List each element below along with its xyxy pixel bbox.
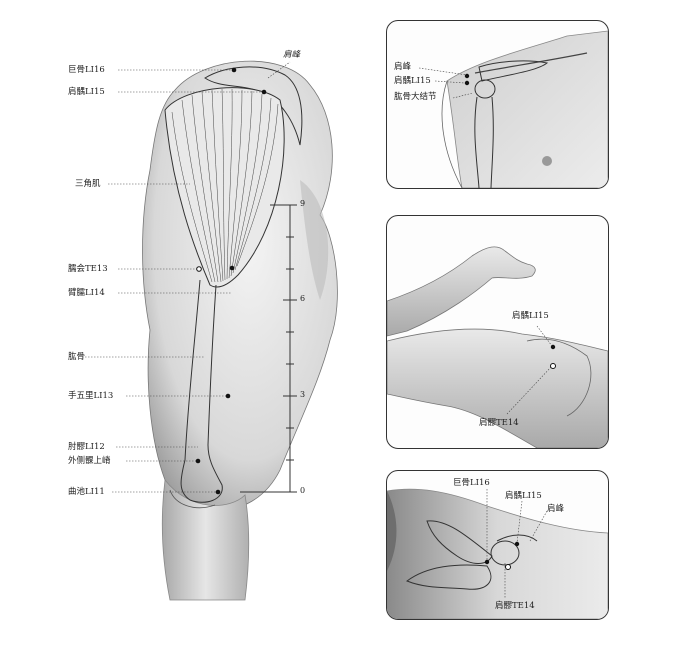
- label-shouwuli: 手五里LI13: [68, 391, 114, 401]
- scale-tick-6: 6: [300, 294, 306, 303]
- label-gonggu: 肱骨: [68, 352, 86, 362]
- label-top-gonggu: 肱骨大结节: [394, 92, 437, 102]
- label-waice: 外侧髁上嵴: [68, 456, 111, 466]
- shoulder-front-illustration: [418, 30, 608, 188]
- point-jugu: [231, 67, 237, 73]
- point-quchi: [215, 489, 221, 495]
- label-jianfeng: 肩峰: [283, 50, 301, 60]
- label-quchi: 曲池LI11: [68, 487, 105, 497]
- label-jianyu: 肩髃LI15: [68, 87, 105, 97]
- label-top-jianyu: 肩髃LI15: [394, 76, 431, 86]
- main-arm-figure: 巨骨LI16 肩髃LI15 肩峰 三角肌 臑会TE13 臂臑LI14 肱骨 手五…: [68, 50, 338, 601]
- scale-tick-9: 9: [300, 199, 306, 208]
- panel-shoulder-front: 肩峰 肩髃LI15 肱骨大结节: [386, 20, 609, 189]
- label-binao: 臂臑LI14: [68, 288, 105, 298]
- point-shouwuli: [225, 393, 231, 399]
- label-zhouliao: 肘髎LI12: [68, 442, 105, 452]
- label-bot-jianliao: 肩髎TE14: [495, 601, 535, 611]
- label-sanjiaoji: 三角肌: [75, 179, 101, 189]
- point-zhouliao: [195, 458, 201, 464]
- label-mid-jianliao: 肩髎TE14: [479, 418, 519, 428]
- label-mid-jianyu: 肩髃LI15: [512, 311, 549, 321]
- arm-raised-illustration: [387, 246, 608, 448]
- arm-illustration: [82, 60, 338, 601]
- deltoid-fibers: [171, 88, 279, 283]
- scale-tick-3: 3: [300, 390, 306, 399]
- point-binao: [229, 265, 235, 271]
- panel-arm-raised: 肩髃LI15 肩髎TE14: [386, 215, 609, 449]
- shoulder-top-illustration: [387, 488, 608, 619]
- label-bot-jianfeng: 肩峰: [547, 504, 565, 514]
- scale-tick-0: 0: [300, 486, 306, 495]
- label-jugu: 巨骨LI16: [68, 65, 105, 75]
- label-bot-jianyu: 肩髃LI15: [505, 491, 542, 501]
- label-top-jianfeng: 肩峰: [394, 62, 412, 72]
- label-bot-jugu: 巨骨LI16: [453, 478, 490, 488]
- point-jianyu: [261, 89, 267, 95]
- panel-shoulder-top: 巨骨LI16 肩髃LI15 肩峰 肩髎TE14: [386, 470, 609, 620]
- label-naohui: 臑会TE13: [68, 264, 108, 274]
- point-naohui: [196, 266, 202, 272]
